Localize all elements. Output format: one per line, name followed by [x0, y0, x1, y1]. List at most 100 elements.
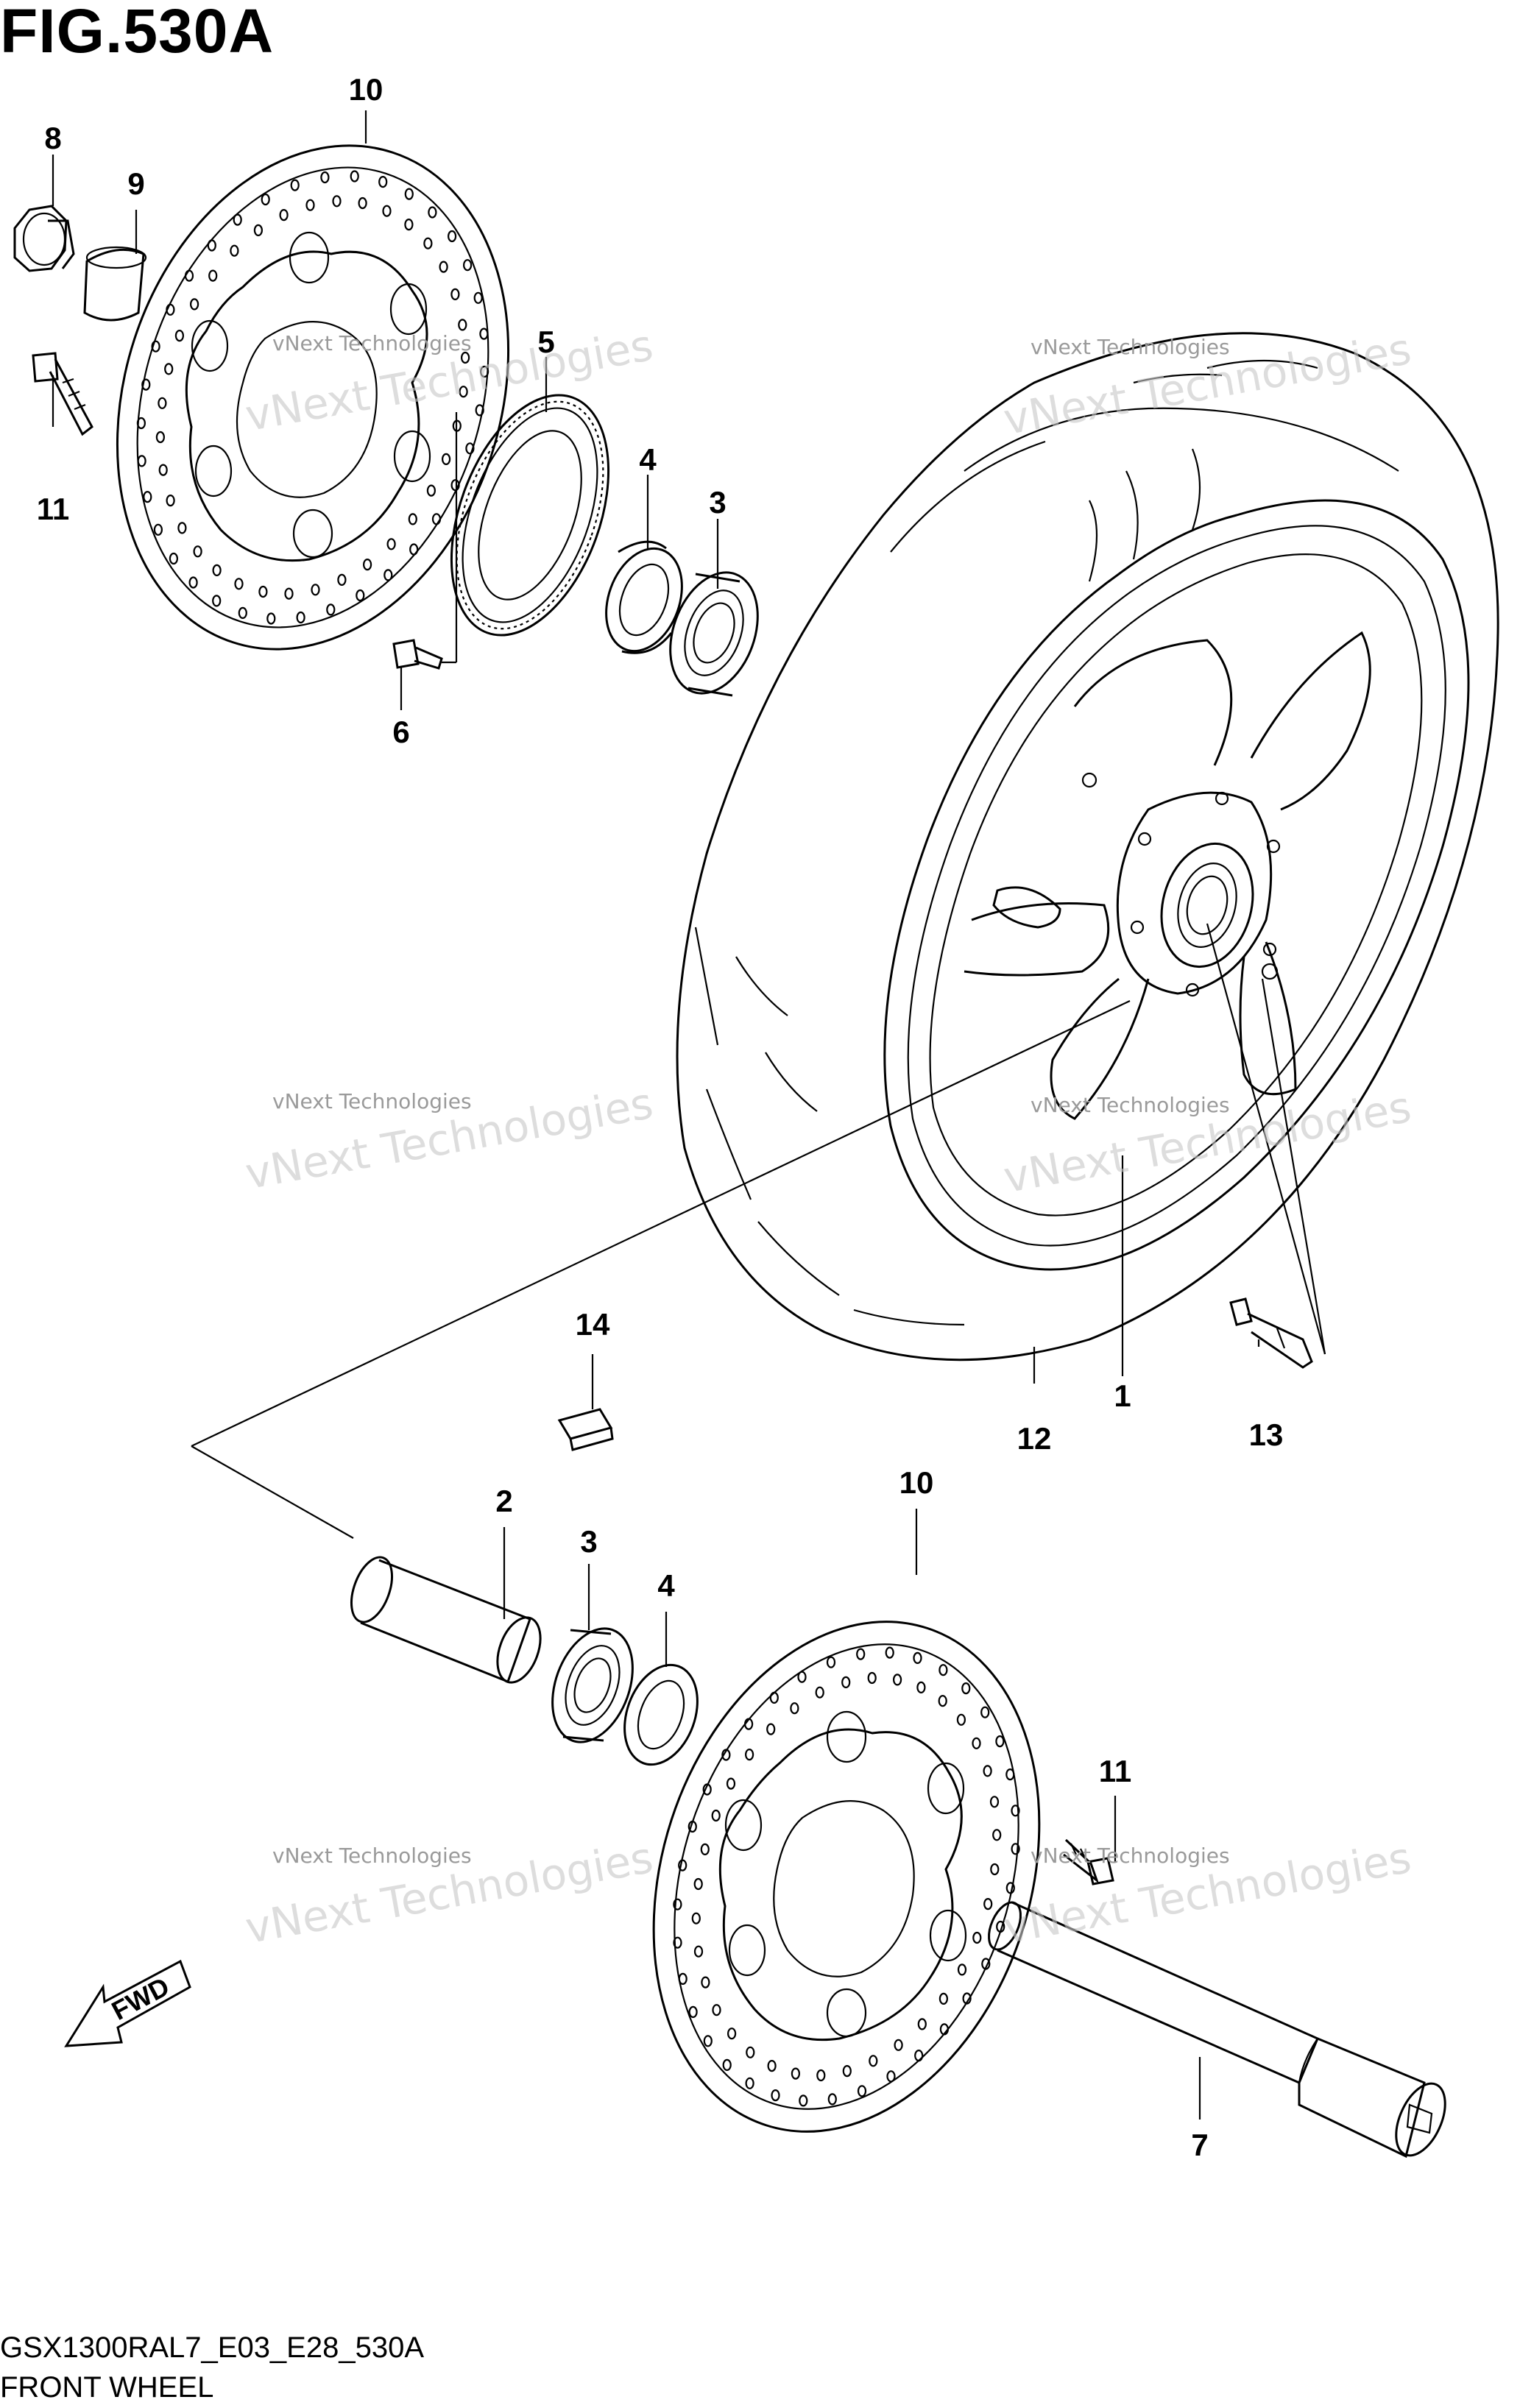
disc-hole	[475, 293, 482, 303]
disc-hole	[939, 1665, 947, 1675]
disc-hole	[165, 364, 172, 374]
disc-hole	[239, 608, 247, 618]
disc-hole	[312, 584, 319, 595]
disc-hole	[771, 1693, 778, 1703]
callout-11-upper: 11	[36, 492, 70, 526]
callout-8: 8	[44, 121, 62, 155]
disc-hole	[984, 1766, 991, 1776]
disc-hole	[844, 2066, 851, 2076]
disc-hole	[176, 330, 183, 341]
disc-hole	[280, 210, 288, 220]
disc-hole	[767, 1724, 774, 1735]
brake-disc-lower	[591, 1571, 1103, 2182]
disc-hole	[190, 578, 197, 588]
disc-hole	[817, 2070, 824, 2081]
disc-hole	[321, 172, 328, 183]
disc-hole	[451, 289, 459, 300]
disc-hole	[351, 171, 358, 182]
spacer-2	[344, 1552, 548, 1689]
callout-9: 9	[127, 166, 145, 201]
disc-hole	[713, 1810, 720, 1821]
disc-hole	[448, 231, 456, 241]
figure-title: FIG.530A	[0, 0, 275, 65]
disc-hole	[997, 1922, 1004, 1932]
disc-hole	[981, 1707, 989, 1718]
disc-hole	[338, 575, 345, 585]
disc-hole	[406, 189, 413, 199]
disc-hole	[160, 465, 167, 475]
disc-hole	[919, 2019, 926, 2029]
disc-hole	[442, 454, 450, 464]
watermark-small: vNext Technologies	[1031, 1844, 1230, 1868]
disc-hole	[267, 614, 275, 624]
disc-hole	[433, 514, 440, 524]
disc-hole	[693, 1913, 700, 1924]
disc-hole	[476, 405, 484, 415]
disc-hole	[894, 1674, 901, 1685]
disc-hole	[466, 443, 473, 453]
disc-hole	[895, 2040, 902, 2050]
axle-7	[983, 1898, 1455, 2163]
disc-hole	[480, 329, 487, 339]
callout-13: 13	[1248, 1417, 1284, 1452]
watermark: vNext Technologies vNext Technologies	[241, 320, 657, 441]
disc-hole	[209, 271, 216, 281]
disc-hole	[991, 1864, 998, 1874]
callout-3-upper: 3	[709, 485, 727, 520]
callout-4-lower: 4	[657, 1568, 675, 1603]
disc-hole	[379, 177, 386, 187]
bearing-3-lower	[538, 1618, 648, 1754]
disc-hole	[452, 480, 459, 490]
bearing-3-upper	[654, 560, 774, 705]
disc-hole	[255, 225, 262, 236]
disc-hole	[746, 2047, 754, 2058]
disc-hole	[724, 2060, 731, 2070]
disc-hole	[464, 260, 471, 270]
disc-hole	[973, 1738, 980, 1749]
disc-hole	[234, 215, 241, 225]
disc-hole	[689, 1821, 696, 1832]
disc-hole	[142, 380, 149, 390]
disc-hole	[679, 1860, 686, 1871]
disc-hole	[1012, 1844, 1019, 1854]
callout-11-lower: 11	[1098, 1754, 1132, 1788]
valve-13	[1231, 1299, 1312, 1367]
callout-14: 14	[575, 1307, 610, 1342]
watermark-small: vNext Technologies	[1031, 335, 1230, 359]
disc-hole	[262, 194, 269, 205]
disc-hole	[962, 1683, 969, 1693]
disc-hole	[842, 1677, 849, 1688]
disc-hole	[982, 1959, 989, 1969]
disc-hole	[178, 523, 185, 533]
brake-disc-upper	[54, 94, 570, 700]
disc-hole	[701, 1977, 709, 1988]
disc-hole	[914, 1653, 922, 1663]
disc-hole	[713, 2005, 721, 2015]
disc-hole	[364, 559, 371, 570]
seal-4-lower	[612, 1654, 710, 1774]
watermark: vNext Technologies vNext Technologies	[1000, 1082, 1415, 1203]
disc-hole	[704, 2036, 712, 2046]
disc-hole	[695, 1879, 702, 1889]
disc-hole	[886, 1648, 894, 1658]
disc-hole	[213, 565, 221, 576]
disc-hole	[383, 206, 391, 216]
front-wheel-assembly	[677, 333, 1498, 1360]
disc-hole	[727, 1779, 735, 1789]
disc-hole	[155, 525, 162, 535]
disc-hole	[359, 198, 367, 208]
disc-hole	[144, 492, 151, 502]
disc-hole	[888, 2071, 895, 2081]
disc-hole	[167, 495, 174, 506]
disc-hole	[722, 1750, 729, 1760]
disc-hole	[690, 2007, 697, 2017]
disc-hole	[869, 2055, 877, 2066]
disc-hole	[1006, 1769, 1014, 1780]
disc-hole	[460, 386, 467, 397]
disc-hole	[941, 2024, 948, 2034]
watermark: vNext Technologies vNext Technologies	[1000, 1832, 1415, 1953]
disc-hole	[213, 595, 220, 606]
disc-hole	[984, 1899, 991, 1909]
plug-9	[85, 247, 146, 320]
